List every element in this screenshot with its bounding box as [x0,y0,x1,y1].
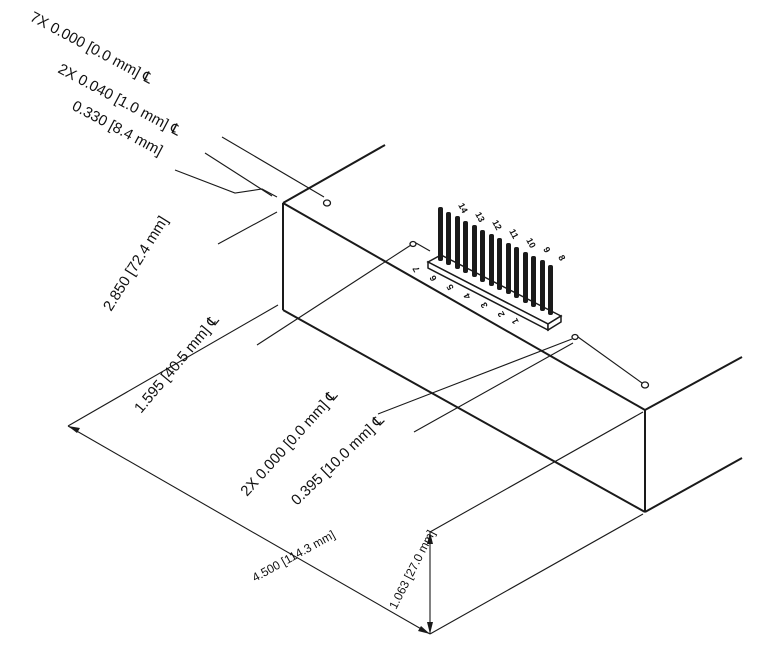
header-pins [438,207,553,315]
pin-numbers-bottom: 7 6 5 4 3 2 1 [411,265,521,326]
arrowhead [427,532,433,544]
pin [548,265,553,315]
pin [506,243,511,294]
pin [472,225,477,277]
pin-number-label: 7 [411,265,422,274]
pin-number-label: 4 [462,292,473,301]
mounting-hole [322,199,332,207]
pin [540,260,545,311]
dimension-label-2850: 2.850 [72.4 mm] [100,213,172,314]
pin-number-label: 8 [556,253,567,262]
pin-number-label: 2 [496,310,507,319]
arrowhead [427,622,433,634]
pin-number-label: 3 [479,301,490,310]
pin [446,212,451,265]
pin-number-label: 12 [490,218,504,232]
pin-number-label: 1 [510,317,521,326]
pin-number-label: 5 [445,283,456,292]
dimension-label-1595: 1.595 [40.5 mm] ℄ [131,312,223,417]
pin [514,247,519,298]
pin-number-label: 6 [428,274,439,283]
pin [480,230,485,282]
pin-number-label: 14 [456,201,470,215]
pin [438,207,443,261]
module-body [282,144,743,513]
pin-header: 14 13 12 11 10 9 8 7 6 5 4 3 2 1 [411,201,567,332]
pin [463,221,468,273]
pin-numbers-top: 14 13 12 11 10 9 8 [456,201,567,262]
mounting-hole [640,381,650,389]
pin-number-label: 11 [507,227,520,240]
mounting-holes [322,199,650,389]
dimension-label-4500: 4.500 [114.3 mm] [250,528,338,585]
mounting-hole [409,240,417,248]
pin-number-label: 10 [524,236,538,250]
arrowhead [68,426,80,433]
arrowhead [418,626,430,634]
pin [489,234,494,286]
pin [523,252,528,303]
pin [455,216,460,269]
pin [531,256,536,307]
dimension-arrowheads [68,426,433,634]
pin-number-label: 9 [541,245,552,254]
pin [497,238,502,290]
mounting-hole [571,333,579,341]
dimension-lines [67,136,644,635]
pin-number-label: 13 [473,210,487,224]
